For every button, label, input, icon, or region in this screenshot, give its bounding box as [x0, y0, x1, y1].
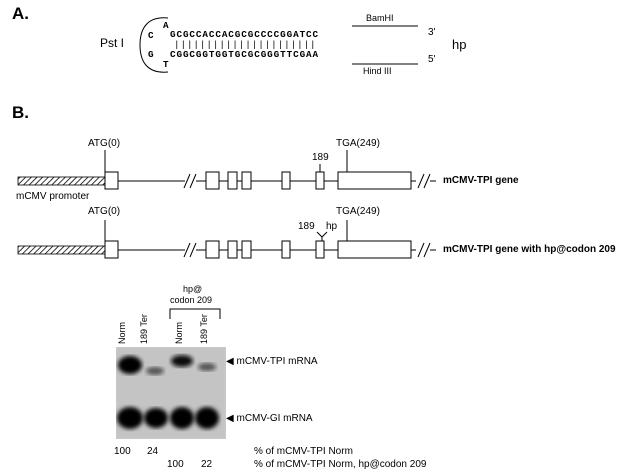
- gene1-exon-3: [227, 171, 238, 190]
- row2-value-2: 22: [201, 459, 213, 470]
- gene1-atg-label: ATG(0): [88, 138, 121, 149]
- gene1-exon-6: [315, 171, 325, 190]
- gene2-hp-label: hp: [326, 221, 338, 232]
- top-strand: GCGCCACCACGCGCCCCGGATCC: [170, 29, 320, 40]
- panel-a-label: A.: [12, 4, 29, 23]
- gene1-exon-4: [241, 171, 252, 190]
- arrow-icon: ◀: [226, 413, 234, 424]
- row1-value-1: 100: [114, 446, 131, 457]
- base-pairing: ||||||||||||||||||||||: [174, 39, 317, 50]
- bottom-strand: CGGCGGTGGTGCGCGGGTTCGAA: [170, 49, 320, 60]
- hairpin-loop: [139, 17, 169, 73]
- gene1-exon-1: [104, 171, 119, 190]
- hp-insertion-mark: [316, 231, 328, 241]
- band-tpi-lane2: [146, 367, 164, 375]
- band-gi-lane2: [144, 408, 168, 428]
- gene2-break-2: [417, 242, 431, 258]
- gene1-break-2: [417, 173, 431, 189]
- hairpin-structure: [139, 17, 418, 73]
- gene2-promoter: [17, 245, 106, 255]
- gene2-exon-3: [227, 240, 238, 259]
- gene2-map: [17, 220, 436, 259]
- loop-base-top: A: [163, 20, 170, 31]
- gene1-break-1: [183, 173, 197, 189]
- loop-base-left-bottom: G: [148, 49, 155, 60]
- lane-label-4: 189 Ter: [199, 314, 209, 344]
- gene1-exon-5: [281, 171, 291, 190]
- row2-label: % of mCMV-TPI Norm, hp@codon 209: [254, 459, 427, 470]
- bracket-label-line1: hp@: [183, 284, 203, 294]
- loop-base-bottom: T: [163, 59, 170, 70]
- lane-label-2: 189 Ter: [139, 314, 149, 344]
- row2-value-1: 100: [167, 459, 184, 470]
- band-tpi-lane3: [171, 355, 193, 367]
- bracket-label-line2: codon 209: [170, 295, 213, 305]
- hindiii-label: Hind III: [363, 66, 392, 76]
- bottom-strand-end: 5': [428, 54, 436, 65]
- gene1-promoter-label: mCMV promoter: [16, 191, 90, 202]
- gene2-codon-label: 189: [298, 221, 315, 232]
- gene2-exon-6: [315, 240, 325, 259]
- gene2-name: mCMV-TPI gene with hp@codon 209: [443, 244, 616, 255]
- band-label-tpi: ◀ mCMV-TPI mRNA: [226, 356, 318, 367]
- gene1-map: [17, 150, 436, 190]
- band-label-gi: ◀ mCMV-GI mRNA: [226, 413, 313, 424]
- gene2-exon-5: [281, 240, 291, 259]
- lane-label-1: Norm: [117, 322, 127, 344]
- gene1-name: mCMV-TPI gene: [443, 175, 519, 186]
- lane-label-3: Norm: [174, 322, 184, 344]
- loop-base-left-top: C: [148, 30, 155, 41]
- band-gi-lane1: [117, 407, 143, 429]
- row1-value-2: 24: [147, 446, 159, 457]
- hp-label: hp: [452, 37, 467, 52]
- gene1-exon-2: [205, 171, 220, 190]
- band-tpi-lane4: [198, 363, 216, 371]
- top-strand-end: 3': [428, 27, 436, 38]
- psti-label: Pst I: [100, 36, 125, 50]
- gene1-promoter: [17, 176, 106, 186]
- panel-b-label: B.: [12, 103, 29, 122]
- northern-blot: [116, 347, 226, 439]
- gene2-tga-label: TGA(249): [336, 206, 380, 217]
- band-gi-lane4: [195, 407, 219, 429]
- gene2-exon-2: [205, 240, 220, 259]
- gene2-exon-4: [241, 240, 252, 259]
- gene2-exon-7: [337, 240, 412, 259]
- gene1-exon-7: [337, 171, 412, 190]
- bamhi-label: BamHI: [366, 13, 394, 23]
- band-gi-lane3: [170, 407, 194, 429]
- arrow-icon: ◀: [226, 356, 234, 367]
- gene-maps: [17, 150, 436, 259]
- gene1-codon-label: 189: [312, 152, 329, 163]
- gene2-atg-label: ATG(0): [88, 206, 121, 217]
- gene2-break-1: [183, 242, 197, 258]
- gene2-exon-1: [104, 240, 119, 259]
- lane-bracket: [169, 308, 221, 319]
- gene1-tga-label: TGA(249): [336, 138, 380, 149]
- row1-label: % of mCMV-TPI Norm: [254, 446, 353, 457]
- band-tpi-lane1: [118, 356, 142, 374]
